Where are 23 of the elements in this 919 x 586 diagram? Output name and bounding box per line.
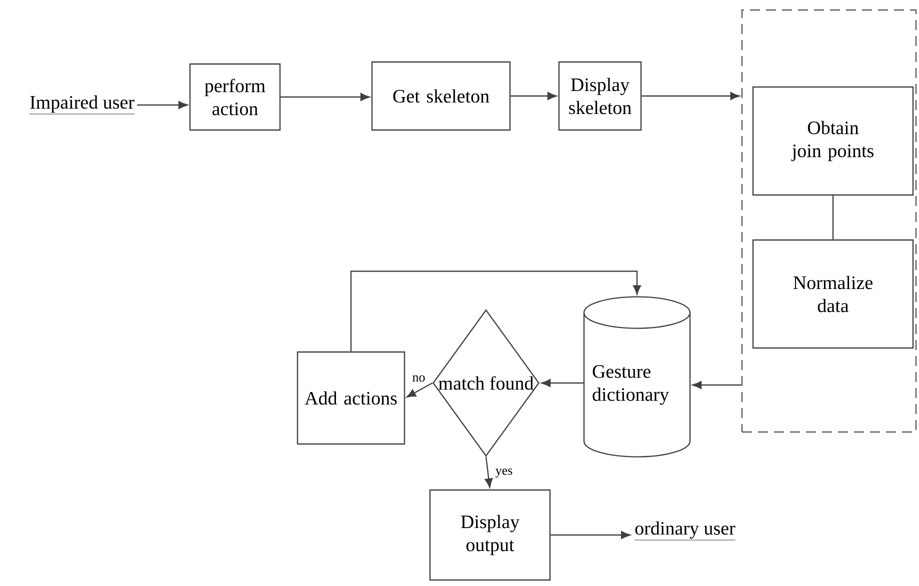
arrow	[350, 270, 641, 352]
arrow	[642, 92, 740, 100]
arrow	[692, 380, 742, 389]
process-box: Obtain join points	[752, 86, 914, 196]
arrow	[406, 382, 433, 398]
edge-label: no	[411, 374, 426, 383]
process-box: Normalize data	[752, 239, 914, 349]
underlined-label: Impaired user	[29, 95, 135, 114]
process-box: Display output	[429, 489, 551, 581]
edge-label: yes	[494, 468, 514, 478]
arrow	[137, 101, 188, 109]
dashed-group-box	[741, 9, 917, 433]
arrow	[484, 456, 493, 488]
arrow	[541, 378, 584, 387]
arrow	[550, 530, 630, 539]
process-box: Get skeleton	[371, 61, 511, 131]
process-box: Add actions	[296, 351, 406, 445]
arrow	[280, 93, 370, 101]
underlined-label: ordinary user	[634, 521, 736, 540]
database-cylinder: Gesture dictionary	[583, 296, 691, 458]
process-box: Display skeleton	[558, 61, 642, 131]
arrow	[510, 92, 557, 100]
process-box: perform action	[189, 63, 281, 131]
